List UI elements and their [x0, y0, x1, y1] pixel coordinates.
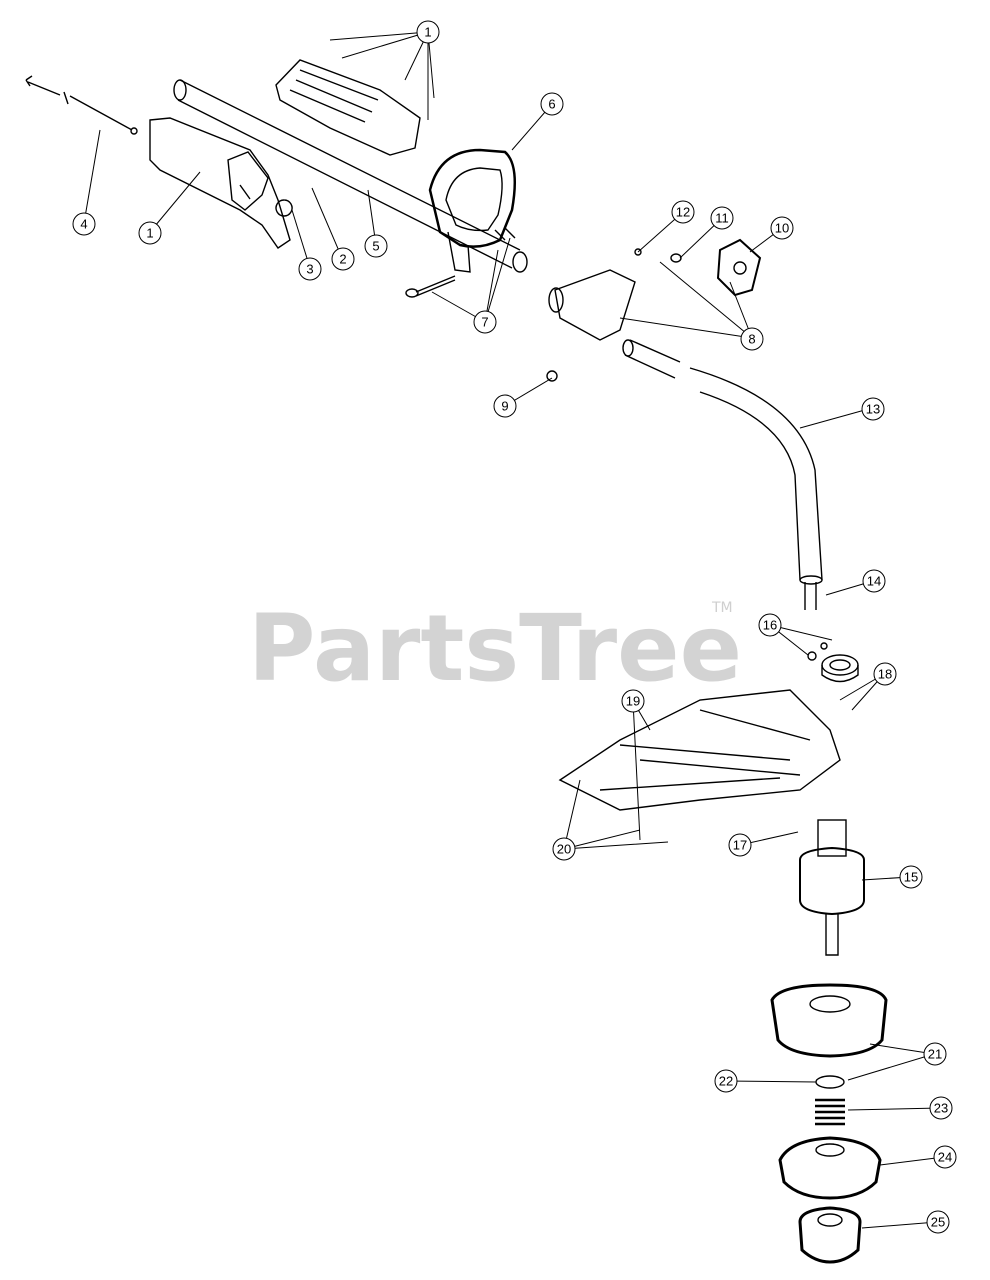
svg-text:5: 5 — [372, 239, 379, 254]
callout-13: 13 — [861, 397, 885, 421]
handle-bolt — [405, 275, 456, 298]
handle-housing — [149, 59, 421, 249]
spring-23 — [815, 1098, 845, 1126]
callout-3: 3 — [298, 257, 322, 281]
callout-5: 5 — [364, 234, 388, 258]
callout-1a: 1 — [416, 20, 440, 44]
lower-shaft-tube — [689, 367, 823, 610]
callout-12: 12 — [671, 200, 695, 224]
svg-text:21: 21 — [928, 1047, 942, 1062]
callout-22: 22 — [714, 1069, 738, 1093]
callout-24: 24 — [933, 1145, 957, 1169]
svg-text:25: 25 — [931, 1215, 945, 1230]
svg-text:22: 22 — [719, 1074, 733, 1089]
callout-21: 21 — [923, 1042, 947, 1066]
svg-text:10: 10 — [775, 221, 789, 236]
callout-1b: 1 — [138, 221, 162, 245]
svg-text:3: 3 — [306, 262, 313, 277]
line-spool — [778, 1136, 882, 1200]
svg-text:24: 24 — [938, 1150, 952, 1165]
svg-text:7: 7 — [481, 315, 488, 330]
callout-16: 16 — [758, 613, 782, 637]
washer-22 — [815, 1075, 845, 1089]
svg-text:11: 11 — [715, 211, 729, 226]
debris-shield — [558, 689, 841, 811]
throttle-cable — [25, 75, 138, 135]
callout-17: 17 — [728, 833, 752, 857]
callout-10: 10 — [770, 216, 794, 240]
tube-clamp — [807, 642, 859, 683]
svg-text:16: 16 — [763, 618, 777, 633]
spacer-11 — [670, 253, 682, 263]
callout-7: 7 — [473, 310, 497, 334]
watermark-logo: PartsTree — [248, 595, 742, 702]
svg-text:19: 19 — [626, 694, 640, 709]
svg-text:6: 6 — [548, 97, 555, 112]
trimmer-head-housing — [770, 983, 888, 1058]
callout-9: 9 — [493, 394, 517, 418]
svg-text:20: 20 — [557, 842, 571, 857]
callouts: 1 2 3 4 5 1 6 7 12 11 10 8 9 13 14 16 18… — [72, 20, 957, 1234]
callout-18: 18 — [873, 662, 897, 686]
callout-11: 11 — [710, 206, 734, 230]
nut-9 — [546, 370, 558, 382]
svg-text:9: 9 — [501, 399, 508, 414]
svg-text:1: 1 — [146, 226, 153, 241]
svg-text:18: 18 — [878, 667, 892, 682]
assist-handle — [428, 148, 517, 273]
screw-12 — [634, 248, 642, 256]
shaft-coupler — [548, 269, 681, 379]
callout-6: 6 — [540, 92, 564, 116]
drive-shaft-tube — [173, 79, 528, 273]
bump-knob — [798, 1206, 862, 1264]
callout-8: 8 — [740, 327, 764, 351]
clamp-knob — [716, 238, 762, 297]
svg-text:8: 8 — [748, 332, 755, 347]
svg-text:14: 14 — [867, 574, 881, 589]
svg-text:1: 1 — [424, 25, 431, 40]
line-art — [25, 59, 888, 1264]
callout-15: 15 — [899, 865, 923, 889]
callout-14: 14 — [862, 569, 886, 593]
svg-text:23: 23 — [934, 1101, 948, 1116]
callout-2: 2 — [331, 247, 355, 271]
callout-20: 20 — [552, 837, 576, 861]
svg-text:4: 4 — [80, 217, 87, 232]
svg-text:2: 2 — [339, 252, 346, 267]
svg-text:15: 15 — [904, 870, 918, 885]
callout-4: 4 — [72, 212, 96, 236]
watermark-trademark: TM — [711, 600, 733, 616]
gear-head — [799, 819, 865, 956]
svg-text:17: 17 — [733, 838, 747, 853]
callout-23: 23 — [929, 1096, 953, 1120]
svg-text:12: 12 — [676, 205, 690, 220]
svg-text:13: 13 — [866, 402, 880, 417]
callout-25: 25 — [926, 1210, 950, 1234]
callout-19: 19 — [621, 689, 645, 713]
